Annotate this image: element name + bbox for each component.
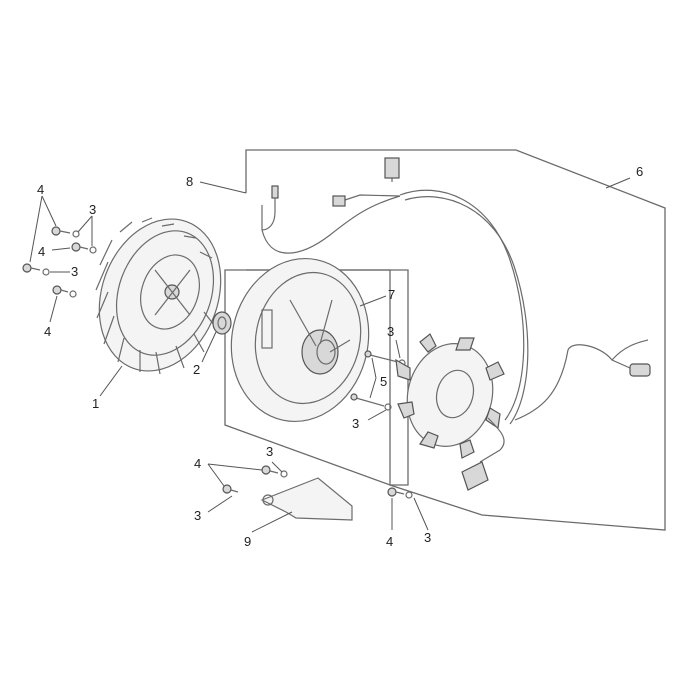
callout-3: 3 [387,324,394,339]
callout-4: 4 [194,456,201,471]
callout-5: 5 [380,374,387,389]
callout-4: 4 [386,534,393,549]
callout-3: 3 [266,444,273,459]
callout-9: 9 [244,534,251,549]
callout-3: 3 [194,508,201,523]
callout-4: 4 [37,182,44,197]
bush [212,311,232,335]
callout-6: 6 [636,164,643,179]
bracket-screws [222,465,413,499]
rotor [230,257,370,423]
callout-4: 4 [38,244,45,259]
callout-4: 4 [44,324,51,339]
kit-frame-6 [245,149,666,531]
wiring-harness [261,157,651,425]
callout-3: 3 [352,416,359,431]
callout-7: 7 [388,287,395,302]
flywheel-screws [22,226,97,298]
callout-3: 3 [89,202,96,217]
callout-3: 3 [424,530,431,545]
kit-frame-8 [224,269,409,486]
callout-8: 8 [186,174,193,189]
stator [395,333,505,491]
bracket [260,477,353,521]
leader-lines [29,177,631,533]
flywheel [95,217,222,375]
callout-1: 1 [92,396,99,411]
callout-3: 3 [71,264,78,279]
callout-labels: 4 3 4 3 4 1 2 8 6 7 3 5 3 4 3 3 9 4 3 [37,164,643,549]
callout-2: 2 [193,362,200,377]
